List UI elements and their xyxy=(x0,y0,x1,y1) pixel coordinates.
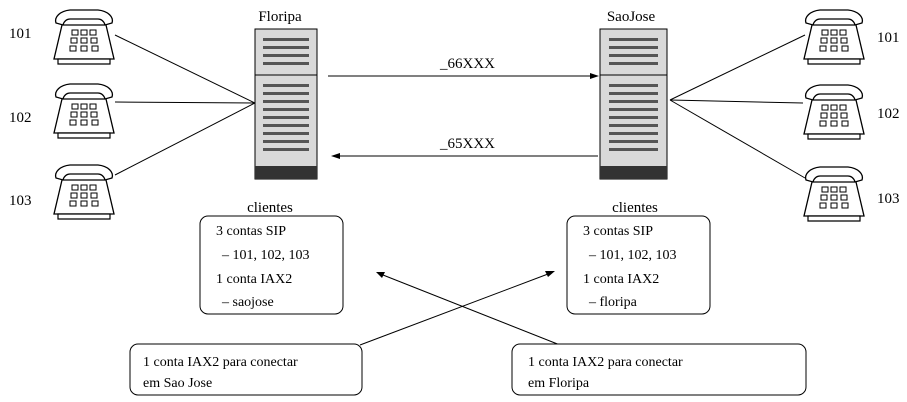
note-left-line-2: em Sao Jose xyxy=(143,376,212,391)
link-left-103 xyxy=(114,102,256,176)
link-left-102 xyxy=(114,101,256,104)
phone-label-right-103: 103 xyxy=(877,191,900,207)
clients-title-left: clientes xyxy=(247,200,293,216)
note-left-line-1: 1 conta IAX2 para conectar xyxy=(143,355,298,370)
clients-left-line-4: – saojose xyxy=(221,295,274,310)
clients-left-line-1: 3 contas SIP xyxy=(216,224,286,239)
server-icon-saojose xyxy=(599,28,668,180)
phone-label-right-102: 102 xyxy=(877,106,900,122)
note-box-right xyxy=(511,343,807,396)
arrow-note-left-to-clients-right xyxy=(359,271,555,346)
phone-label-right-101: 101 xyxy=(877,30,900,46)
server-label-saojose: SaoJose xyxy=(607,9,656,25)
clients-left-line-2: – 101, 102, 103 xyxy=(221,248,310,263)
note-right-line-2: em Floripa xyxy=(528,376,590,391)
phone-icon xyxy=(53,83,115,139)
phone-icon xyxy=(803,166,865,222)
route-label-66xxx: _66XXX xyxy=(439,56,495,72)
phone-label-left-102: 102 xyxy=(9,110,32,126)
phone-icon xyxy=(803,9,865,65)
clients-right-line-3: 1 conta IAX2 xyxy=(583,272,659,287)
clients-box-right xyxy=(566,215,711,315)
clients-left-line-3: 1 conta IAX2 xyxy=(216,272,292,287)
note-right-line-1: 1 conta IAX2 para conectar xyxy=(528,355,683,370)
server-icon-floripa xyxy=(254,28,318,180)
clients-right-line-4: – floripa xyxy=(588,295,638,310)
link-right-103 xyxy=(669,99,806,179)
route-top xyxy=(328,73,599,79)
clients-right-line-2: – 101, 102, 103 xyxy=(588,248,677,263)
link-right-102 xyxy=(669,99,804,104)
phone-icon xyxy=(53,164,115,220)
phone-links xyxy=(114,34,806,179)
route-bottom xyxy=(331,153,598,159)
phone-label-left-101: 101 xyxy=(9,26,32,42)
link-left-101 xyxy=(114,34,256,104)
arrow-note-right-to-clients-left xyxy=(376,272,561,346)
note-box-left xyxy=(129,343,363,396)
route-label-65xxx: _65XXX xyxy=(439,136,495,152)
clients-box-left xyxy=(199,215,344,315)
phone-icon xyxy=(53,9,115,65)
phone-icon xyxy=(803,84,865,140)
clients-right-line-1: 3 contas SIP xyxy=(583,224,653,239)
server-label-floripa: Floripa xyxy=(258,9,302,25)
phone-label-left-103: 103 xyxy=(9,193,32,209)
link-right-101 xyxy=(669,34,806,101)
clients-title-right: clientes xyxy=(612,200,658,216)
